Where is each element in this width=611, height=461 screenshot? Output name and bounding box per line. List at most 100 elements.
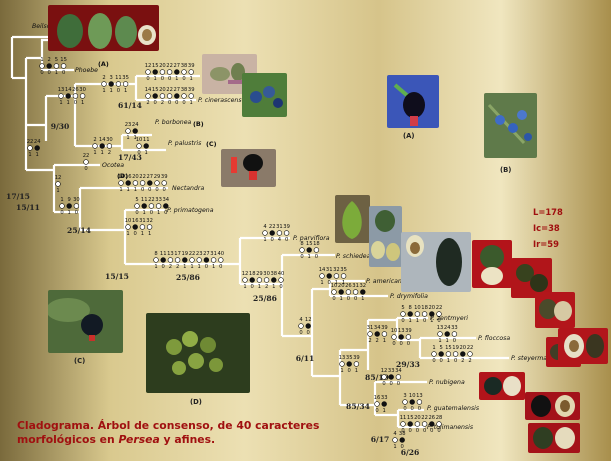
char-state-nectandra-2: 1 [134, 187, 137, 193]
char-number-clade-8519-1: 34 [374, 325, 381, 331]
char-mark-zentmyeri-4 [429, 311, 435, 317]
char-state-primatogena-4: 0 [164, 210, 167, 216]
char-number-parviflora-3: 39 [283, 224, 290, 230]
char-mark-phoebe-2 [53, 63, 60, 69]
char-mark-clade-2933-2 [405, 334, 412, 340]
char-state-persea-5: 1 [190, 264, 193, 270]
char-number-persea-0: 8 [154, 251, 157, 257]
char-number-clade-1515-2: 31 [139, 218, 146, 224]
char-state-clade-8534-1: 0 [348, 368, 351, 374]
char-state-parviflora-0: 1 [263, 237, 266, 243]
char-mark-nectandra-0 [118, 180, 124, 186]
char-number-nectandra-0: 14 [118, 174, 125, 180]
char-state-clade-9-3: 1 [81, 100, 84, 106]
char-number-phoebe-1: 2 [48, 57, 51, 63]
support-value-4: 17/43 [118, 153, 142, 162]
char-state-clade-626-1: 0 [401, 444, 404, 450]
char-state-clade-1511-0: 1 [56, 188, 59, 194]
branch-clade-1743 [75, 135, 124, 150]
char-mark-guatemalensis-0 [402, 399, 408, 405]
branch-clade-8534 [312, 350, 342, 405]
char-state-americana-2: 1 [335, 280, 338, 286]
char-state-americana-1: 0 [328, 280, 331, 286]
char-number-indica-0: 12 [145, 63, 152, 69]
fruit-photo-p-floccosa [535, 292, 575, 328]
char-number-primatogena-1: 11 [141, 197, 148, 203]
char-mark-tolimanensis-3 [421, 421, 428, 427]
branch-clade-930 [46, 84, 77, 146]
support-value-11: 85/19 [365, 373, 389, 382]
char-mark-zentmyeri-1 [407, 311, 413, 317]
char-mark-tolimanensis-2 [414, 421, 421, 427]
branch-clade-1511 [26, 165, 56, 212]
char-number-clade-9-1: 14 [65, 87, 72, 93]
char-state-clade-617-0: 0 [375, 408, 378, 414]
char-mark-cinerascens-1 [152, 93, 158, 99]
char-mark-tolimanensis-1 [407, 421, 413, 427]
char-mark-floccosa-2 [451, 331, 458, 337]
char-mark-clade-17-2 [106, 143, 113, 149]
taxon-p-schiedeana: P. schiedeana [336, 253, 378, 260]
char-state-tolimanensis-5: 0 [437, 428, 440, 434]
char-number-ocotea-0: 22 [83, 153, 90, 159]
char-number-floccosa-1: 24 [444, 325, 451, 331]
char-mark-indica-3 [166, 69, 173, 75]
taxon-p-cinerascens: P. cinerascens [198, 97, 242, 104]
char-number-nectandra-2: 20 [132, 174, 139, 180]
char-mark-clade-1511-0 [55, 181, 61, 187]
char-mark-clade-2933-1 [398, 334, 404, 340]
char-mark-clade-2514-0 [59, 203, 65, 209]
taxon-p-borbonea: P. borbonea [155, 119, 192, 126]
char-state-clade-2933-0: 0 [392, 341, 395, 347]
char-number-tolimanensis-5: 28 [436, 415, 443, 421]
char-mark-clade-2586b-1 [249, 277, 255, 283]
fruit-photo-nectandra [221, 149, 276, 187]
char-mark-clade-8534-1 [346, 361, 352, 367]
char-mark-nectandra-3 [139, 180, 146, 186]
fruit-photo-p-nubigena [479, 372, 525, 400]
char-number-tolimanensis-1: 15 [407, 415, 414, 421]
retention-index-stat: Ir=59 [533, 239, 559, 249]
char-number-clade-1515-0: 10 [125, 218, 132, 224]
char-number-clade-626-0: 4 [393, 431, 397, 437]
char-mark-schiedeana-1 [306, 247, 312, 253]
char-state-clade-61-2: 0 [117, 88, 120, 94]
char-number-zentmyeri-1: 8 [409, 305, 412, 311]
support-value-5: 15/11 [16, 203, 40, 212]
char-number-zentmyeri-3: 18 [421, 305, 428, 311]
char-number-phoebe-0: 1 [40, 57, 43, 63]
char-number-clade-1515-1: 16 [132, 218, 139, 224]
char-state-steyermarkii-2: 1 [447, 358, 450, 364]
char-state-clade-2586b-3: 2 [265, 284, 268, 290]
taxon-phoebe: Phoebe [75, 67, 98, 74]
caption-main: Cladograma. Árbol de consenso, de 40 car… [17, 419, 320, 446]
char-state-parviflora-3: 0 [285, 237, 288, 243]
char-number-floccosa-2: 33 [451, 325, 458, 331]
char-number-clade-8519-0: 31 [367, 325, 374, 331]
char-number-schiedeana-1: 15 [306, 241, 313, 247]
char-number-guatemalensis-1: 10 [409, 393, 416, 399]
char-mark-root-1 [34, 145, 40, 151]
taxon-p-guatemalensis: P. guatemalensis [427, 404, 480, 412]
char-mark-drymifolia-0 [331, 289, 337, 295]
char-state-nectandra-4: 0 [148, 187, 151, 193]
tree-length-stat: L=178 [533, 207, 563, 217]
char-number-americana-0: 14 [319, 267, 326, 273]
char-number-nectandra-6: 39 [161, 174, 168, 180]
char-state-clade-9-0: 1 [59, 100, 62, 106]
char-number-clade-8534-2: 39 [353, 355, 360, 361]
char-mark-clade-2933-0 [391, 334, 397, 340]
char-mark-clade-2586b-3 [263, 277, 270, 283]
char-number-clade-2933-1: 13 [398, 328, 405, 334]
char-state-persea-7: 0 [205, 264, 208, 270]
char-number-clade-17-1: 14 [99, 137, 106, 143]
char-state-guatemalensis-2: 0 [418, 406, 421, 412]
char-state-schiedeana-0: 0 [300, 254, 303, 260]
char-number-drymifolia-1: 20 [338, 283, 345, 289]
caption-genus: Persea [118, 433, 160, 446]
char-mark-clade-2514-2 [73, 203, 80, 209]
support-value-1: 17/15 [6, 192, 30, 201]
char-mark-primatogena-1 [141, 203, 147, 209]
support-value-13: 85/34 [346, 402, 370, 411]
char-number-guatemalensis-0: 3 [403, 393, 406, 399]
